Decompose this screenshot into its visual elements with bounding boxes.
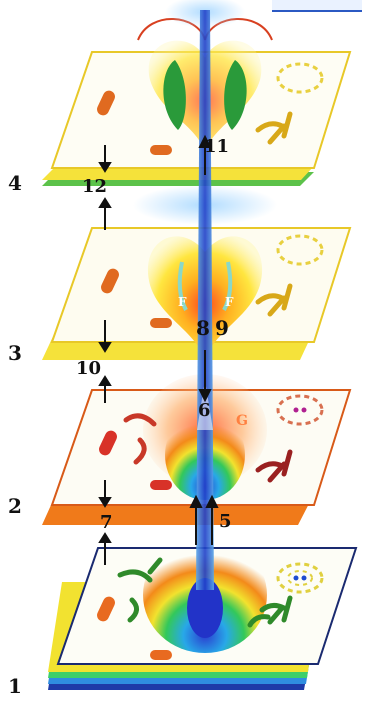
marker-11: 11: [204, 136, 229, 157]
letter-f-right: F: [225, 295, 234, 309]
plate-layer-4: [42, 19, 350, 186]
marker-12: 12: [82, 176, 107, 197]
layer-label-1: 1: [8, 674, 22, 698]
layer-label-2: 2: [8, 494, 22, 518]
layer-label-4: 4: [8, 171, 22, 195]
letter-f-left: F: [178, 295, 187, 309]
marker-6: 6: [198, 400, 211, 421]
letter-g: G: [236, 413, 248, 429]
layer-label-3: 3: [8, 341, 22, 365]
marker-9: 9: [215, 316, 229, 340]
marker-7: 7: [100, 512, 113, 533]
marker-8: 8: [196, 316, 210, 340]
marker-5: 5: [219, 511, 232, 532]
marker-10: 10: [76, 358, 101, 379]
plate-layer-3: [42, 228, 350, 360]
